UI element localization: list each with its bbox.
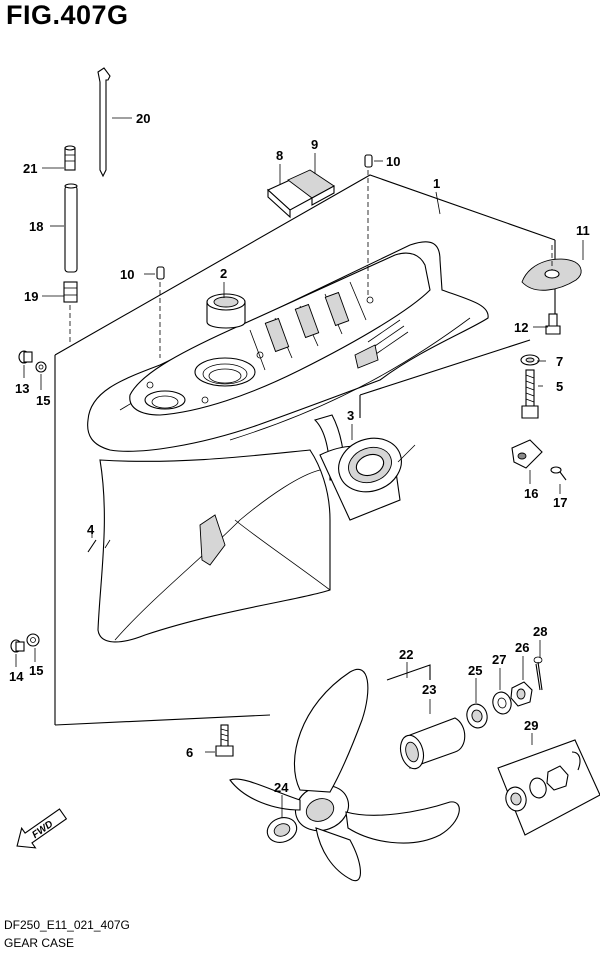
dowel-10-left <box>156 266 165 358</box>
cotter-pin-28 <box>533 656 543 691</box>
block-16 <box>511 439 543 469</box>
callout-23: 23 <box>422 682 436 697</box>
washer-15-upper <box>35 361 47 373</box>
callout-labels: 1 2 3 4 5 6 7 8 9 10 10 11 12 13 15 14 1… <box>9 111 590 795</box>
callout-22: 22 <box>399 647 413 662</box>
grommet-19 <box>63 281 78 345</box>
figure-title: FIG.407G <box>6 0 129 30</box>
cable-tie-20 <box>97 67 111 178</box>
callout-19: 19 <box>24 289 38 304</box>
footer-name: GEAR CASE <box>4 936 75 950</box>
spacer-23 <box>399 717 466 770</box>
callout-13: 13 <box>15 381 29 396</box>
callout-1: 1 <box>433 176 440 191</box>
callout-14: 14 <box>9 669 24 684</box>
callout-18: 18 <box>29 219 43 234</box>
water-tube-18 <box>64 183 78 273</box>
callout-16: 16 <box>524 486 538 501</box>
propeller-24 <box>229 668 460 882</box>
washer-27 <box>492 691 512 715</box>
washer-7 <box>520 354 540 366</box>
callout-7: 7 <box>556 354 563 369</box>
screw-17 <box>550 466 567 481</box>
gear-case <box>87 241 489 643</box>
callout-28: 28 <box>533 624 547 639</box>
callout-4: 4 <box>87 522 95 537</box>
plug-14 <box>10 639 25 653</box>
oil-seal-3 <box>338 437 416 493</box>
bolt-6 <box>215 724 234 757</box>
callout-10-upper: 10 <box>386 154 400 169</box>
callout-27: 27 <box>492 652 506 667</box>
tube-21 <box>64 145 76 171</box>
callout-8: 8 <box>276 148 283 163</box>
callout-25: 25 <box>468 663 482 678</box>
bolt-12 <box>545 313 561 335</box>
callout-24: 24 <box>274 780 289 795</box>
washer-25 <box>466 703 488 729</box>
leader-lines <box>15 117 584 818</box>
callout-21: 21 <box>23 161 37 176</box>
bracket-22 <box>386 664 431 681</box>
callout-15-lower: 15 <box>29 663 43 678</box>
callout-26: 26 <box>515 640 529 655</box>
callout-15-upper: 15 <box>36 393 50 408</box>
callout-9: 9 <box>311 137 318 152</box>
callout-6: 6 <box>186 745 193 760</box>
callout-29: 29 <box>524 718 538 733</box>
fwd-arrow-icon: FWD <box>16 808 68 849</box>
pad-9 <box>287 169 335 206</box>
bolt-5 <box>521 369 539 419</box>
callout-20: 20 <box>136 111 150 126</box>
nut-26 <box>510 681 533 707</box>
callout-10-left: 10 <box>120 267 134 282</box>
washer-15-lower <box>26 633 40 647</box>
callout-11: 11 <box>576 223 590 238</box>
dowel-10-upper <box>364 154 373 298</box>
footer-code: DF250_E11_021_407G <box>4 918 130 932</box>
trim-tab-11 <box>521 245 582 291</box>
callout-2: 2 <box>220 266 227 281</box>
plug-13 <box>18 350 33 364</box>
kit-29 <box>497 739 600 836</box>
callout-12: 12 <box>514 320 528 335</box>
bushing-2 <box>206 293 246 329</box>
callout-3: 3 <box>347 408 354 423</box>
pin-4 <box>87 539 111 553</box>
callout-17: 17 <box>553 495 567 510</box>
callout-5: 5 <box>556 379 563 394</box>
